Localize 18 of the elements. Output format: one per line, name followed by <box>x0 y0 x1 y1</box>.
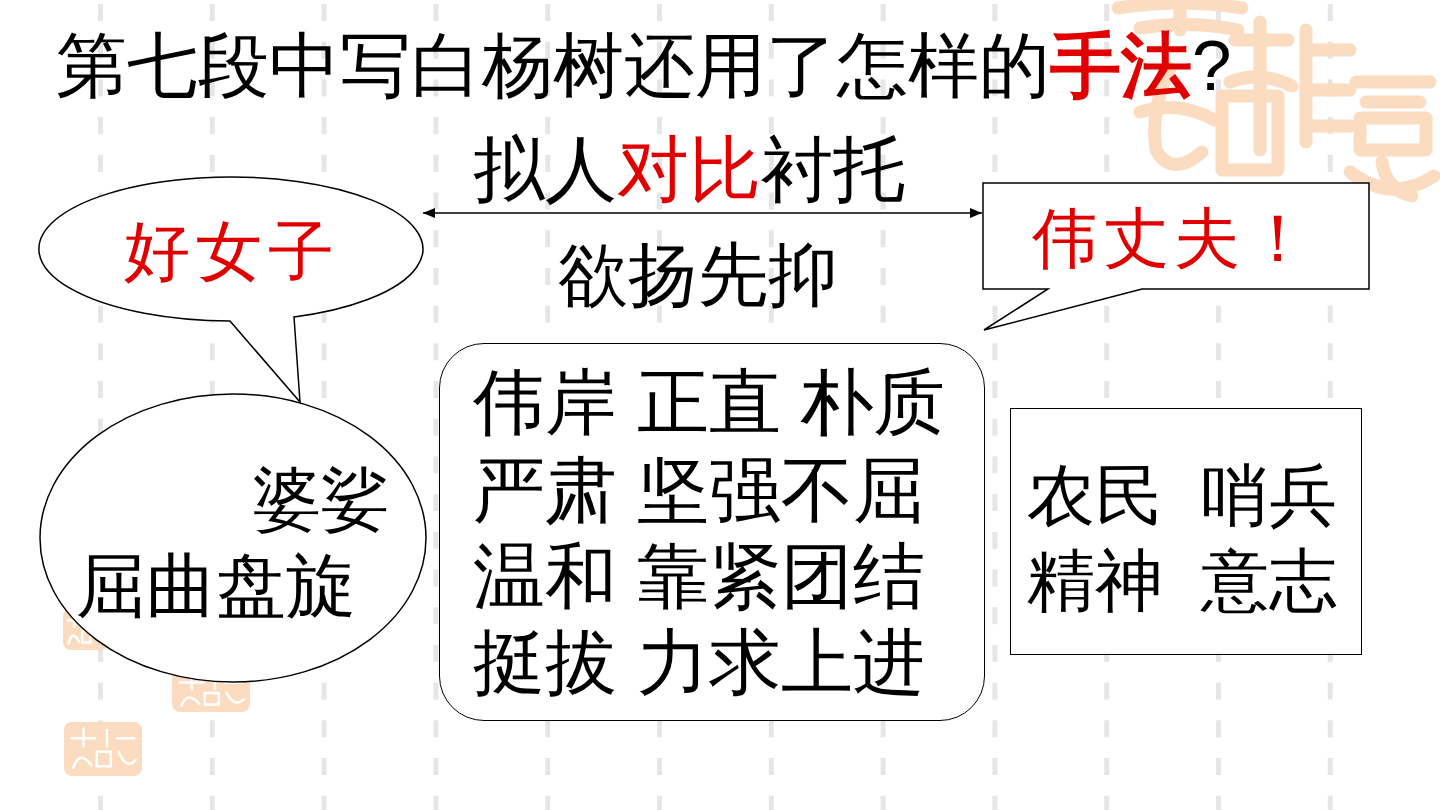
trait-text: 挺拔 力求上进 <box>473 621 925 705</box>
text-box <box>1010 408 1362 655</box>
box-text: 农民 哨兵 <box>1027 455 1337 535</box>
description-text: 屈曲盘旋 <box>76 545 356 627</box>
title: 第七段中写白杨树还用了怎样的手法? <box>56 25 1232 108</box>
rounded-box <box>439 343 985 721</box>
annotation-text: 欲扬先抑 <box>558 234 838 316</box>
ellipse-shape <box>39 393 427 683</box>
bubble-text: 好女子 <box>124 213 340 291</box>
edge-label: 拟人对比衬托 <box>473 128 905 212</box>
trait-text: 严肃 坚强不屈 <box>473 449 925 533</box>
bubble-text: 伟丈夫！ <box>1032 200 1316 278</box>
trait-text: 温和 靠紧团结 <box>473 535 925 619</box>
box-text: 精神 意志 <box>1027 540 1337 620</box>
speech-bubble <box>983 183 1370 331</box>
double-arrow <box>422 208 983 218</box>
trait-text: 伟岸 正直 朴质 <box>473 361 945 445</box>
description-text: 婆娑 <box>253 459 389 539</box>
